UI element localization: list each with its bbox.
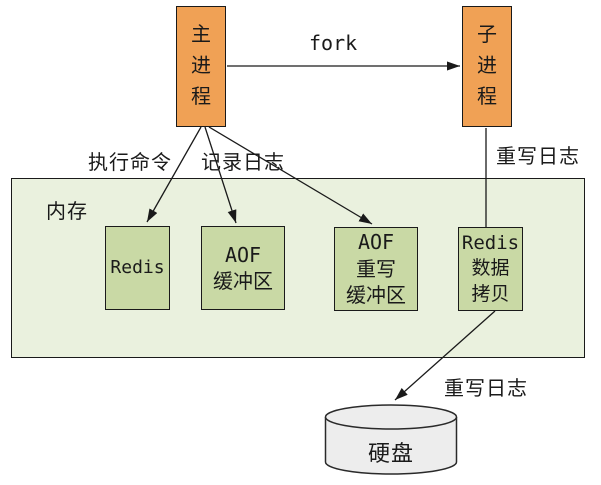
disk-label: 硬盘 <box>367 441 414 466</box>
exec-command-arrow <box>146 126 202 223</box>
fork-edge-label: fork <box>309 31 358 55</box>
record-log-arrow-to-aof-buffer <box>204 126 237 224</box>
exec-command-edge-label: 执行命令 <box>88 152 172 174</box>
rewrite-to-disk-arrow <box>394 310 496 401</box>
rewrite-log-disk-edge-label: 重写日志 <box>444 378 528 400</box>
main-process-node: 主进程 <box>176 6 226 127</box>
child-process-node: 子进程 <box>462 6 512 127</box>
aof-buffer-node: AOF 缓冲区 <box>201 226 285 310</box>
memory-label: 内存 <box>46 201 88 223</box>
disk-cylinder <box>324 404 458 475</box>
record-log-edge-label: 记录日志 <box>201 152 285 174</box>
rewrite-log-child-edge-label: 重写日志 <box>496 146 580 168</box>
record-log-arrow-to-rewrite-buffer <box>208 126 373 225</box>
disk-cylinder-body <box>324 417 458 475</box>
aof-rewrite-buffer-node: AOF 重写 缓冲区 <box>334 227 418 311</box>
redis-node: Redis <box>105 226 170 310</box>
redis-data-copy-node: Redis 数据 拷贝 <box>458 227 523 311</box>
disk-cylinder-top <box>324 404 458 430</box>
